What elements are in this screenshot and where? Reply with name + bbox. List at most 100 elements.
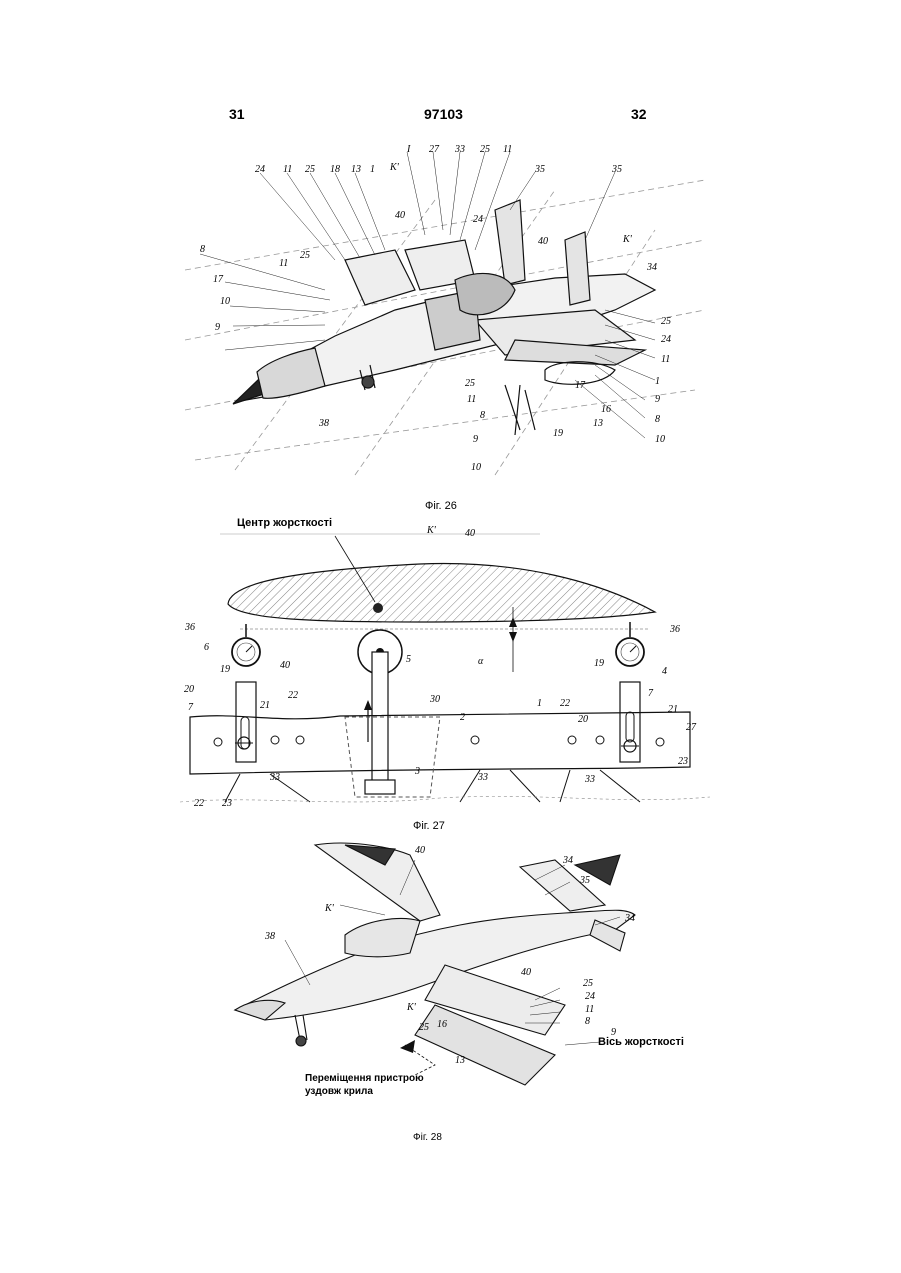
figure-27: Центр жорсткості K' 40 36 36 6 4 40 5 19… bbox=[180, 512, 710, 817]
fig26-label: 24 bbox=[661, 334, 671, 345]
fig26-label: 8 bbox=[480, 410, 485, 421]
fig27-label: 30 bbox=[429, 694, 440, 705]
fig27-label: 23 bbox=[222, 798, 232, 809]
fig26-label: 25 bbox=[480, 144, 490, 155]
fig26-label: 13 bbox=[351, 164, 361, 175]
fig27-label: 6 bbox=[204, 642, 209, 653]
fig28-label: 11 bbox=[585, 1004, 594, 1015]
fig28-label: 25 bbox=[419, 1022, 429, 1033]
fig26-label: 9 bbox=[473, 434, 478, 445]
fig26-label: 17 bbox=[575, 380, 586, 391]
fig27-label: 27 bbox=[686, 722, 697, 733]
figure-26-drawing: 24 11 25 18 13 1 K' I 27 33 25 11 35 35 … bbox=[175, 140, 715, 480]
device-movement-annotation-wrapper: Переміщення пристрою уздовж крила bbox=[305, 1072, 445, 1106]
fig26-label: 18 bbox=[330, 164, 340, 175]
fig26-label: 16 bbox=[601, 404, 611, 415]
fig26-label: 9 bbox=[655, 394, 660, 405]
fig26-label: 11 bbox=[279, 258, 288, 269]
fig26-label: 34 bbox=[646, 262, 657, 273]
fig27-label: 2 bbox=[460, 712, 465, 723]
fig27-label: K' bbox=[426, 525, 437, 536]
stiffness-center-annotation: Центр жорсткості bbox=[237, 517, 332, 529]
fig27-label: 19 bbox=[594, 658, 604, 669]
right-page-number: 32 bbox=[631, 106, 647, 122]
fig26-label: 33 bbox=[454, 144, 465, 155]
fig27-label: 36 bbox=[669, 624, 680, 635]
fig26-label: 24 bbox=[473, 214, 483, 225]
fig26-label: 11 bbox=[283, 164, 292, 175]
fig26-label: 10 bbox=[220, 296, 230, 307]
beam bbox=[190, 712, 690, 774]
fig27-label: 20 bbox=[578, 714, 588, 725]
figure-26-caption: Фіг. 26 bbox=[425, 500, 457, 512]
fig27-label: 22 bbox=[560, 698, 570, 709]
fig28-label: 35 bbox=[579, 875, 590, 886]
figure-28-drawing: Вісь жорсткості Переміщення пристрою узд… bbox=[225, 835, 695, 1115]
figure-28-caption: Фіг. 28 bbox=[413, 1132, 442, 1143]
fig27-label: 7 bbox=[648, 688, 654, 699]
fig26-label: 11 bbox=[503, 144, 512, 155]
fig26-label: 25 bbox=[465, 378, 475, 389]
fig27-label: 22 bbox=[288, 690, 298, 701]
figure-28: Вісь жорсткості Переміщення пристрою узд… bbox=[225, 835, 695, 1115]
fig26-label: 25 bbox=[661, 316, 671, 327]
fig28-label: 40 bbox=[521, 967, 531, 978]
fig26-label: 11 bbox=[467, 394, 476, 405]
fig27-label: 1 bbox=[537, 698, 542, 709]
stiffness-center-marker bbox=[373, 603, 383, 613]
fig27-label: 7 bbox=[188, 702, 194, 713]
fig26-label: 40 bbox=[395, 210, 405, 221]
fig26-label: 35 bbox=[534, 164, 545, 175]
fig26-label: I bbox=[406, 144, 411, 155]
fig26-label: 19 bbox=[553, 428, 563, 439]
fig26-label: 35 bbox=[611, 164, 622, 175]
fig27-label: 23 bbox=[678, 756, 688, 767]
fig28-label: 40 bbox=[415, 845, 425, 856]
fig26-label: 17 bbox=[213, 274, 224, 285]
fig26-label: 11 bbox=[661, 354, 670, 365]
fig26-label: 9 bbox=[215, 322, 220, 333]
figure-27-drawing: Центр жорсткості K' 40 36 36 6 4 40 5 19… bbox=[180, 512, 710, 817]
fig28-label: 9 bbox=[611, 1027, 616, 1038]
figure-27-caption: Фіг. 27 bbox=[413, 820, 445, 832]
fig27-label: 4 bbox=[662, 666, 667, 677]
device-movement-annotation: Переміщення пристрою уздовж крила bbox=[305, 1072, 425, 1098]
fig26-label: 27 bbox=[429, 144, 440, 155]
fig27-label: 22 bbox=[194, 798, 204, 809]
fig26-label: 40 bbox=[538, 236, 548, 247]
fig27-label: 21 bbox=[260, 700, 270, 711]
fig27-label: 33 bbox=[584, 774, 595, 785]
fig26-label: 8 bbox=[200, 244, 205, 255]
fig28-label: 38 bbox=[264, 931, 275, 942]
fig28-label: 13 bbox=[455, 1055, 465, 1066]
fig27-label: 33 bbox=[269, 772, 280, 783]
fig27-label: 3 bbox=[414, 766, 420, 777]
fig26-label: 10 bbox=[471, 462, 481, 473]
fig26-label: 13 bbox=[593, 418, 603, 429]
fig27-label: 33 bbox=[477, 772, 488, 783]
fig28-label: 34 bbox=[624, 913, 635, 924]
fig28-label: 34 bbox=[562, 855, 573, 866]
fig28-label: K' bbox=[406, 1002, 417, 1013]
fig27-label: 40 bbox=[280, 660, 290, 671]
fig27-label: 19 bbox=[220, 664, 230, 675]
fig27-label: 36 bbox=[184, 622, 195, 633]
wing-airfoil bbox=[228, 564, 655, 622]
fig27-label: 5 bbox=[406, 654, 411, 665]
aircraft-fuselage bbox=[235, 910, 635, 1020]
fig26-label: 8 bbox=[655, 414, 660, 425]
fig28-label: 24 bbox=[585, 991, 595, 1002]
fig28-label: 16 bbox=[437, 1019, 447, 1030]
fig28-label: 25 bbox=[583, 978, 593, 989]
fig26-label: 38 bbox=[318, 418, 329, 429]
fig26-label: 1 bbox=[655, 376, 660, 387]
fig27-label: 40 bbox=[465, 528, 475, 539]
fig26-label: 25 bbox=[300, 250, 310, 261]
fig26-label: K' bbox=[622, 234, 633, 245]
left-page-number: 31 bbox=[229, 106, 245, 122]
fig28-label: K' bbox=[324, 903, 335, 914]
patent-number: 97103 bbox=[424, 106, 463, 122]
fig28-label: 8 bbox=[585, 1016, 590, 1027]
figure-26: 24 11 25 18 13 1 K' I 27 33 25 11 35 35 … bbox=[175, 140, 715, 480]
fig26-label: 1 bbox=[370, 164, 375, 175]
